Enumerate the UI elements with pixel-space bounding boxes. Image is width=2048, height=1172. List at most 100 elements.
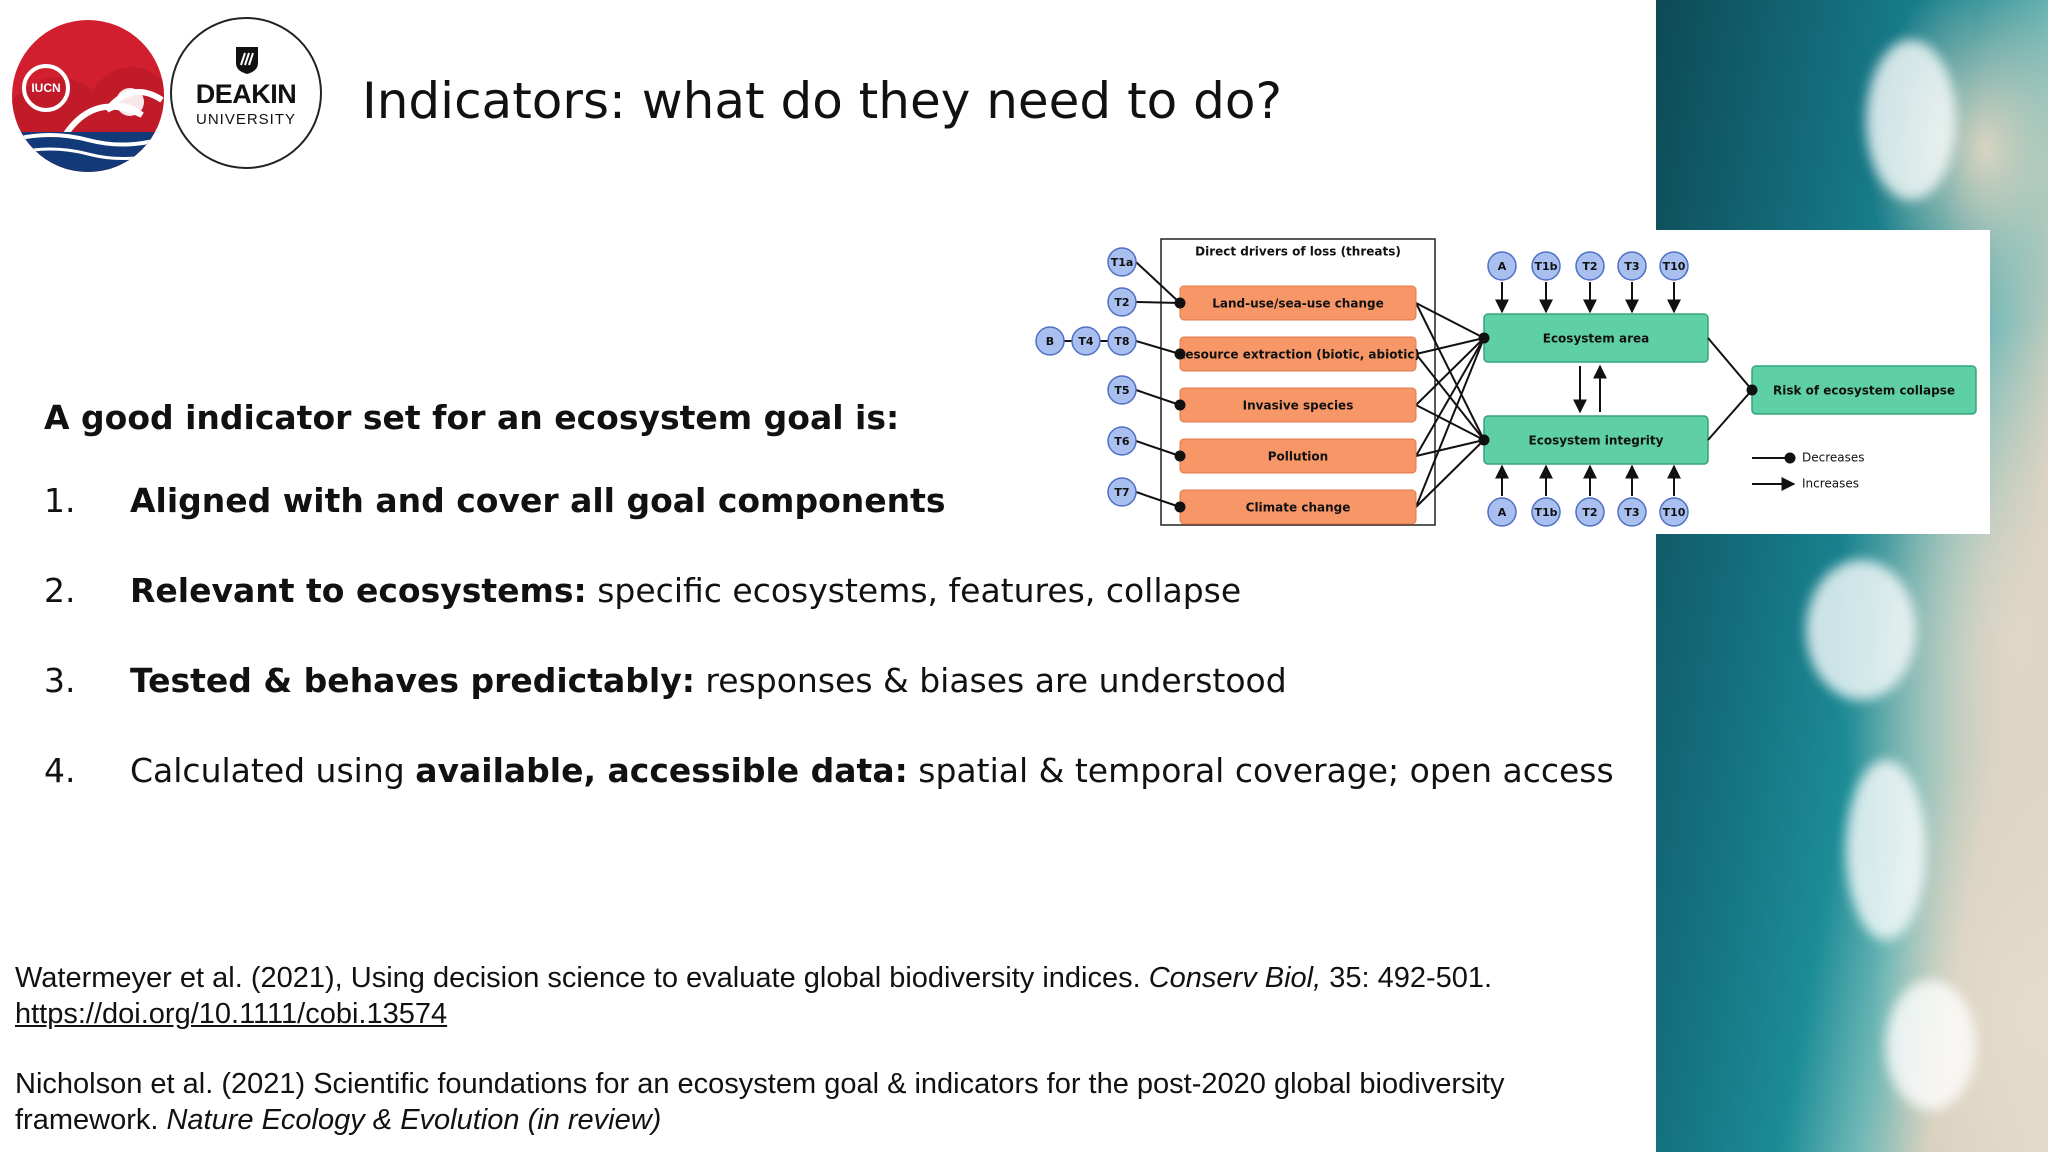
shield-icon (236, 47, 258, 74)
target-node (1531, 497, 1561, 527)
item-rest: responses & biases are understood (694, 661, 1287, 700)
target-label: T2 (1582, 506, 1597, 519)
target-label: T2 (1114, 296, 1129, 309)
legend-decreases-label: Decreases (1802, 451, 1865, 465)
target-node (1107, 375, 1137, 405)
list-item: 1. Aligned with and cover all goal compo… (44, 481, 1594, 571)
decrease-dot (1174, 450, 1186, 462)
target-label: T5 (1114, 384, 1129, 397)
target-node (1575, 251, 1605, 281)
decrease-dot (1784, 452, 1796, 464)
iucn-badge: IUCN (22, 64, 70, 112)
target-node (1617, 497, 1647, 527)
item-pre: Calculated using (130, 751, 416, 790)
item-number: 4. (44, 751, 76, 790)
item-rest: specific ecosystems, features, collapse (586, 571, 1242, 610)
target-node (1107, 477, 1137, 507)
driver-label: Land-use/sea-use change (1212, 297, 1383, 311)
list-item: 4. Calculated using available, accessibl… (44, 751, 1614, 841)
target-label: T1b (1534, 260, 1557, 273)
target-node (1487, 497, 1517, 527)
target-node (1107, 326, 1137, 356)
item-bold: available, accessible data: (415, 751, 908, 790)
state-label: Ecosystem integrity (1529, 434, 1664, 448)
target-node (1107, 247, 1137, 277)
target-to-driver-line (1135, 301, 1181, 304)
doi-link[interactable]: https://doi.org/10.1111/cobi.13574 (15, 998, 448, 1030)
item-number: 2. (44, 571, 76, 610)
target-node (1035, 326, 1065, 356)
item-number: 3. (44, 661, 76, 700)
driver-to-integrity-line (1415, 439, 1485, 508)
collapse-risk-label: Risk of ecosystem collapse (1773, 384, 1955, 398)
driver-label: Resource extraction (biotic, abiotic) (1176, 348, 1420, 362)
driver-label: Invasive species (1243, 399, 1354, 413)
threat-pathway-diagram: Direct drivers of loss (threats) Land-use… (1018, 230, 1990, 534)
item-rest: spatial & temporal coverage; open access (907, 751, 1614, 790)
driver-to-area-line (1415, 337, 1485, 508)
target-label: T7 (1114, 486, 1129, 499)
reference-journal: Nature Ecology & Evolution (in review) (166, 1104, 662, 1136)
integrity-to-risk-line (1707, 389, 1753, 441)
target-label: T6 (1114, 435, 1130, 448)
target-node (1531, 251, 1561, 281)
drivers-box-title: Direct drivers of loss (threats) (1195, 245, 1401, 259)
list-item: 2. Relevant to ecosystems: specific ecos… (44, 571, 1594, 661)
target-node (1107, 426, 1137, 456)
target-label: T10 (1663, 506, 1686, 519)
target-node (1659, 497, 1689, 527)
decrease-dot (1478, 332, 1490, 344)
reference-text: Nicholson et al. (2021) Scientific found… (15, 1068, 1505, 1136)
lead-statement: A good indicator set for an ecosystem go… (44, 398, 900, 437)
reference-text: Watermeyer et al. (2021), Using decision… (15, 962, 1149, 994)
target-label: T3 (1624, 506, 1639, 519)
driver-to-area-line (1415, 337, 1485, 457)
target-label: T10 (1663, 260, 1686, 273)
target-node (1659, 251, 1689, 281)
target-node (1487, 251, 1517, 281)
target-label: T1a (1111, 256, 1134, 269)
target-label: A (1498, 260, 1507, 273)
state-label: Ecosystem area (1543, 332, 1649, 346)
target-label: T4 (1078, 335, 1094, 348)
target-label: T1b (1534, 506, 1557, 519)
reference-watermeyer: Watermeyer et al. (2021), Using decision… (15, 960, 1635, 1032)
legend-increases-label: Increases (1802, 477, 1859, 491)
target-label: B (1046, 335, 1054, 348)
decrease-dot (1174, 348, 1186, 360)
target-label: A (1498, 506, 1507, 519)
driver-to-area-line (1415, 337, 1485, 406)
decrease-dot (1174, 501, 1186, 513)
target-label: T2 (1582, 260, 1597, 273)
target-to-driver-line (1135, 440, 1181, 457)
item-bold: Aligned with and cover all goal componen… (130, 481, 946, 520)
driver-to-integrity-line (1415, 439, 1485, 457)
item-number: 1. (44, 481, 76, 520)
target-node (1107, 287, 1137, 317)
driver-label: Pollution (1268, 450, 1328, 464)
driver-label: Climate change (1246, 501, 1351, 515)
drivers-box (1160, 238, 1436, 526)
list-item: 3. Tested & behaves predictably: respons… (44, 661, 1594, 751)
target-node (1575, 497, 1605, 527)
item-bold: Tested & behaves predictably: (130, 661, 695, 700)
reference-nicholson: Nicholson et al. (2021) Scientific found… (15, 1066, 1635, 1138)
target-node (1071, 326, 1101, 356)
decrease-dot (1478, 434, 1490, 446)
driver-to-area-line (1415, 337, 1485, 355)
deakin-logo: DEAKIN UNIVERSITY (170, 17, 322, 169)
target-to-driver-line (1135, 389, 1181, 406)
iucn-logo: IUCN (12, 20, 164, 172)
driver-to-area-line (1415, 302, 1485, 339)
target-to-driver-line (1135, 491, 1181, 508)
item-bold: Relevant to ecosystems: (130, 571, 587, 610)
indicator-criteria: A good indicator set for an ecosystem go… (44, 398, 1614, 841)
decrease-dot (1174, 399, 1186, 411)
deakin-subtitle: UNIVERSITY (195, 111, 296, 128)
target-label: T8 (1114, 335, 1129, 348)
references: Watermeyer et al. (2021), Using decision… (15, 960, 1635, 1172)
reference-tail: 35: 492-501. (1321, 962, 1493, 994)
reference-journal: Conserv Biol, (1148, 962, 1322, 994)
target-node (1617, 251, 1647, 281)
